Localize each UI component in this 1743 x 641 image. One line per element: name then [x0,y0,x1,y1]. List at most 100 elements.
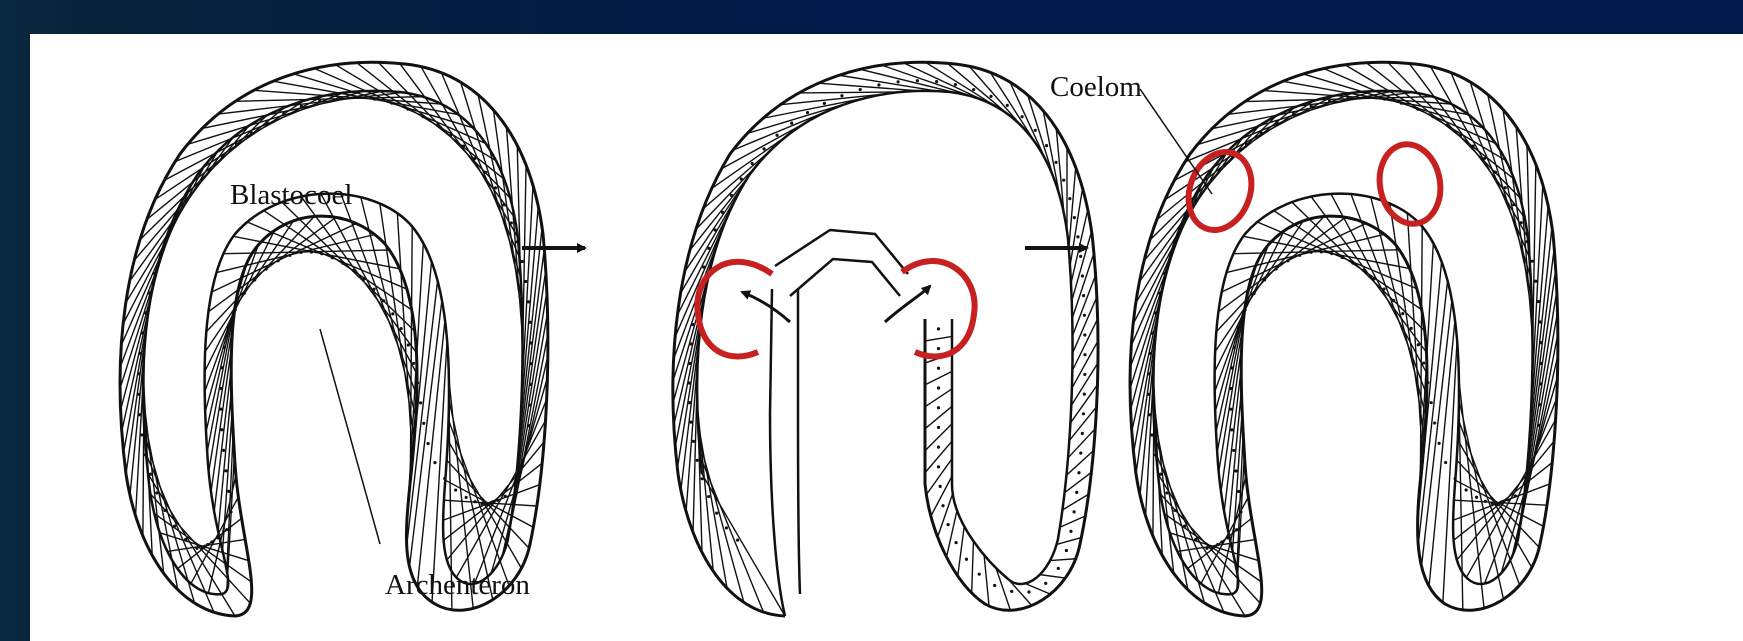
cell-nucleus [937,465,940,468]
cell-nucleus [1453,477,1456,480]
cell-boundary [958,526,964,576]
cell-nucleus [1205,547,1208,550]
cell-nucleus [1494,171,1497,174]
cell-nucleus [1062,179,1065,182]
cell-nucleus [1526,240,1529,243]
cell-nucleus [1154,453,1157,456]
cell-boundary [925,406,952,429]
cell-nucleus [1083,314,1086,317]
cell-nucleus [937,446,940,449]
stage-3-wall-cells [1130,62,1558,616]
cell-nucleus [1076,235,1079,238]
cell-nucleus [823,102,826,105]
cell-nucleus [1433,421,1436,424]
cell-nucleus [937,406,940,409]
cell-nucleus [144,453,147,456]
cell-boundary [341,194,417,396]
cell-boundary [1188,518,1252,568]
cell-nucleus [989,95,992,98]
cell-nucleus [1068,197,1071,200]
cell-boundary [984,555,989,606]
cell-nucleus [524,280,527,283]
cell-nucleus [806,111,809,114]
cell-nucleus [1472,144,1475,147]
cell-nucleus [149,473,152,476]
cell-nucleus [426,442,429,445]
cell-nucleus [954,541,957,544]
cell-nucleus [1010,590,1013,593]
cell-boundary [175,93,343,162]
cell-nucleus [689,420,692,423]
cell-nucleus [433,461,436,464]
cell-boundary [685,170,753,271]
cell-nucleus [939,485,942,488]
cell-nucleus [978,573,981,576]
cell-nucleus [1065,549,1068,552]
cell-boundary [1065,472,1092,492]
cell-boundary [931,476,952,516]
cell-nucleus [1054,161,1057,164]
archenteron-leader-line [320,329,380,544]
cell-nucleus [1310,105,1313,108]
cell-nucleus [877,83,880,86]
cell-nucleus [725,526,728,529]
stage-3-coelom-formed: Coelom [1050,62,1558,616]
cell-nucleus [1520,221,1523,224]
cell-boundary [1501,377,1557,573]
cell-nucleus [454,488,457,491]
cell-boundary [1070,385,1097,423]
cell-boundary [677,200,735,315]
stage-1-wall-cells [120,62,548,616]
cell-boundary [712,124,804,189]
cell-nucleus [1072,510,1075,513]
cell-nucleus [1234,469,1237,472]
cell-nucleus [465,496,468,499]
cell-boundary [380,204,415,439]
cell-nucleus [1081,274,1084,277]
cell-boundary [314,68,486,143]
cell-boundary [819,83,921,91]
cell-boundary [1216,216,1324,331]
cell-nucleus [1073,216,1076,219]
cell-boundary [1057,538,1082,545]
cell-nucleus [740,177,743,180]
cell-boundary [205,221,293,352]
cell-nucleus [937,347,940,350]
cell-boundary [1070,188,1083,266]
cell-nucleus [494,186,497,189]
cell-nucleus [1045,144,1048,147]
cell-nucleus [220,428,223,431]
cell-boundary [1157,107,1295,219]
cell-boundary [1040,575,1065,578]
cell-boundary [1459,400,1503,599]
cell-nucleus [1077,471,1080,474]
cell-nucleus [480,502,483,505]
cell-nucleus [443,477,446,480]
cell-nucleus [1079,255,1082,258]
left-outpocketing-arrow [742,292,790,322]
cell-nucleus [701,477,704,480]
cell-nucleus [937,426,940,429]
stage-2-outpocketing [673,62,1098,616]
cell-nucleus [1082,412,1085,415]
cell-nucleus [840,94,843,97]
cell-nucleus [1082,294,1085,297]
cell-nucleus [1079,452,1082,455]
cell-nucleus [954,83,957,86]
cell-boundary [696,145,777,230]
cell-nucleus [1021,115,1024,118]
cell-nucleus [1075,491,1078,494]
cell-nucleus [1437,442,1440,445]
cell-boundary [1484,398,1556,583]
cell-nucleus [195,547,198,550]
cell-nucleus [1444,461,1447,464]
cell-nucleus [416,381,419,384]
cell-boundary [690,157,764,250]
cell-nucleus [1465,488,1468,491]
cell-nucleus [965,558,968,561]
cell-boundary [1215,221,1303,352]
cell-nucleus [1083,353,1086,356]
cell-nucleus [896,80,899,83]
cell-nucleus [1426,381,1429,384]
cell-nucleus [1081,432,1084,435]
